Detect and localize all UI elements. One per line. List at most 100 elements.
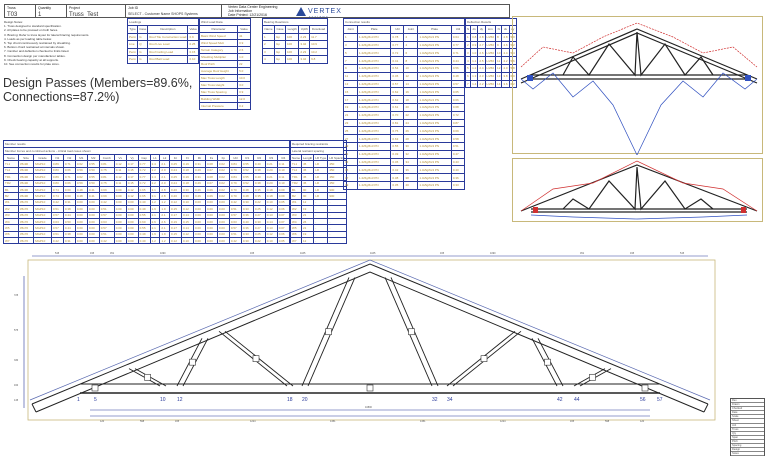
cell: 1.4x5g/6x3 PN (356, 180, 392, 190)
cell: 100 (284, 32, 300, 41)
cell: 1.4x5g/6x3 PN (417, 141, 452, 151)
force-diagram-panel (512, 16, 763, 156)
cell: 1.4x5g/6x3 PN (417, 110, 452, 120)
cell: 0.00 (86, 237, 100, 245)
cell: Wind Speed Mult (198, 39, 239, 47)
column-header: Description (147, 25, 189, 34)
cell: 1.4x5g/6x3 PN (417, 63, 452, 73)
cell: 31 (343, 149, 358, 159)
cell: 0.64 (450, 32, 466, 42)
dimension-label: 1451 (420, 420, 426, 423)
cell: 1.4x5g/6x3 PN (417, 79, 452, 89)
cell: 9.8 (309, 55, 328, 64)
cell: 39 (343, 180, 358, 190)
plate-marker (366, 384, 374, 392)
cell: 2 (403, 32, 419, 42)
cell: 0.57 (450, 79, 466, 89)
cell: 0.30 (240, 237, 254, 245)
note-line: 2. All plates to be pressed on both face… (4, 28, 59, 33)
cell: 1.4x5g/6x3 PN (417, 157, 452, 167)
dimension-lines (23, 255, 708, 417)
design-passes-status: Design Passes (Members=89.6%, Connection… (3, 76, 193, 104)
dimension-label: 165 (175, 420, 180, 423)
cell: 11.7 (309, 32, 328, 41)
plate-marker (544, 358, 551, 366)
node-label: 32 (432, 397, 438, 403)
cell: 1.4x5g/6x3 PN (356, 165, 392, 175)
cell: 8 (403, 56, 419, 65)
cell: 2.23 (298, 32, 311, 41)
cell: Average Roof Height (198, 67, 239, 75)
title-block-row: Job (731, 424, 764, 428)
design-notes: Design Notes:1. Truss designed to standa… (4, 20, 124, 66)
cell: Gp (274, 40, 286, 49)
cell: 14 (403, 79, 419, 89)
cell: 1.4x5g/6x3 PN (417, 71, 452, 81)
cell: 29 (343, 141, 358, 151)
plate-marker (91, 384, 99, 392)
node-label: 20 (302, 397, 308, 403)
cell: 33 (343, 157, 358, 167)
cell: 2.5 (237, 46, 251, 54)
cell: Live (126, 40, 139, 49)
cell: 3.6 (501, 79, 510, 89)
cell: Internal Pressure (198, 102, 239, 110)
cell: 0.05 (276, 237, 291, 245)
column-header: Lim (484, 25, 497, 34)
cell: 0.56 (450, 63, 466, 73)
cell: Perm (126, 47, 139, 56)
dimension-label: 145 (14, 399, 19, 402)
cell: 0.87 (450, 118, 466, 128)
cell: 1 (261, 32, 276, 41)
cell: Q (137, 40, 149, 49)
cell: 2.7 (477, 40, 486, 50)
svg-text:systems: systems (309, 15, 329, 19)
cell: 100 (284, 47, 300, 56)
cell: 100 (284, 40, 300, 49)
cell: 1.4x5g/6x3 PN (356, 126, 392, 136)
note-line: 4. Loads as per loading table below. (4, 36, 52, 41)
column-header: Download (309, 25, 328, 34)
cell: 10.9 (309, 40, 328, 49)
cell: Roof Live Load (147, 40, 189, 49)
cell: 0.77 (390, 40, 405, 50)
cell: L/250 (484, 48, 497, 58)
cell: 0.8 (470, 32, 479, 42)
column-header: Value (237, 25, 251, 33)
cell: 10.0 (237, 74, 251, 82)
dimension-label: 1451 (330, 420, 336, 423)
cell: 1.4x5g/6x3 PN (356, 118, 392, 128)
cell: 34 (403, 157, 419, 167)
force-diagram (520, 22, 758, 156)
node-label: 1 (77, 397, 80, 403)
cell: 20 (403, 102, 419, 112)
cell: 0.38 (390, 173, 405, 182)
dimension-label: 451 (110, 252, 115, 255)
cell: 24 (403, 118, 419, 128)
overall-span-label: 10800 (365, 406, 373, 409)
cell: 1.4x5g/6x3 PN (417, 102, 452, 112)
column-header: Parameter (198, 25, 239, 33)
cell: L/250 (484, 56, 497, 65)
cell: 0.33 (450, 180, 466, 190)
cell: 30 (403, 141, 419, 151)
column-header: Value (187, 25, 199, 34)
